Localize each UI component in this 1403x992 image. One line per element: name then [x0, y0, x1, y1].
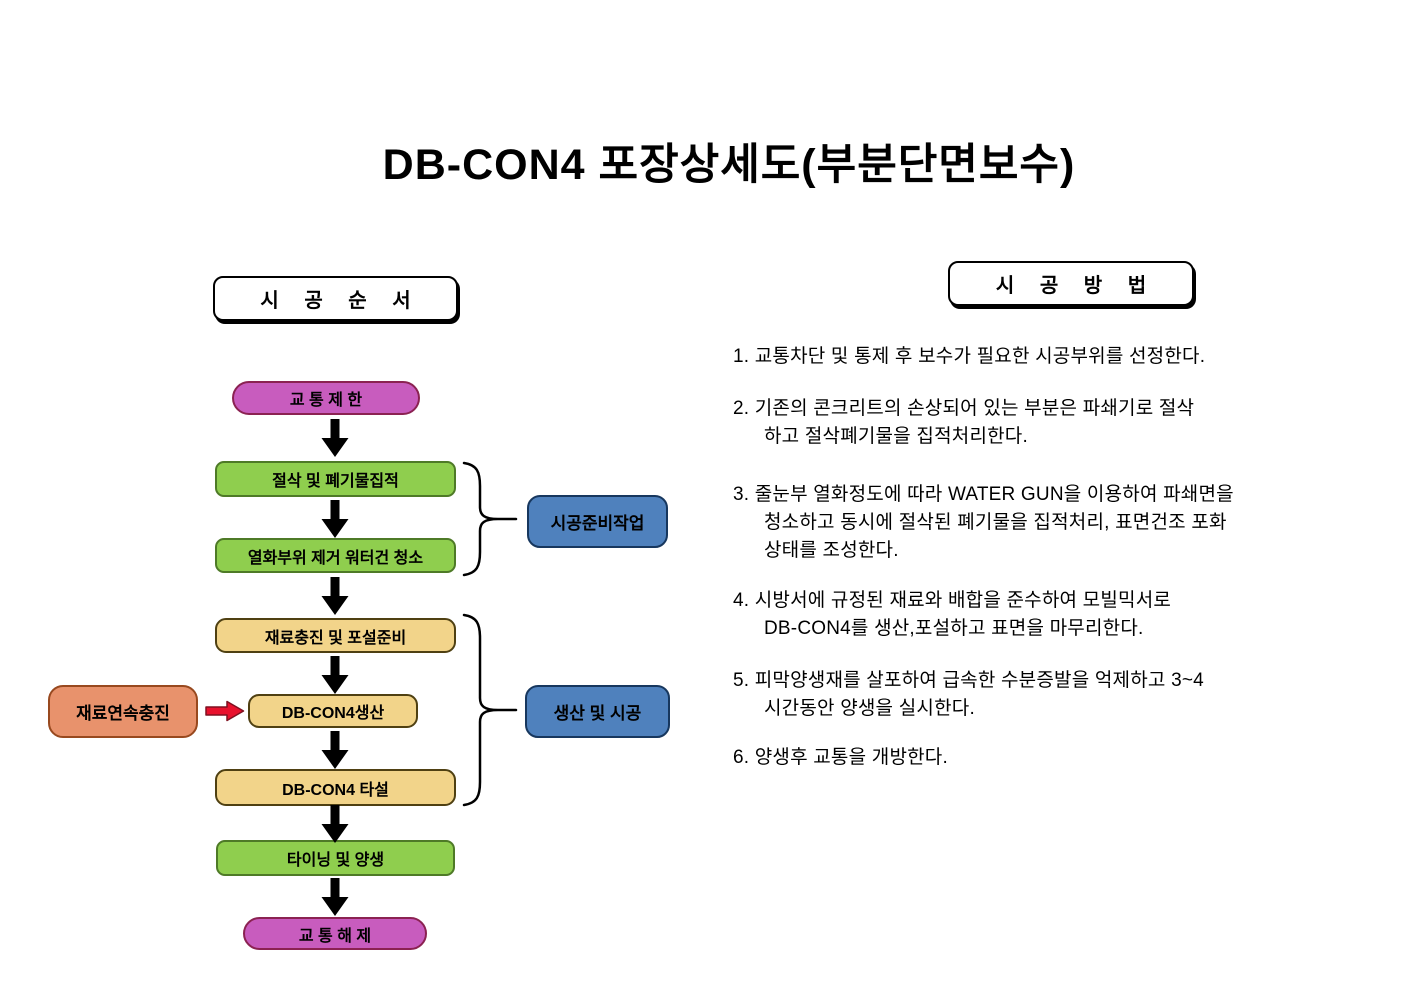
down-arrow-icon [321, 878, 349, 916]
method-item-6: 6. 양생후 교통을 개방한다. [733, 747, 948, 768]
method-item-1: 1. 교통차단 및 통제 후 보수가 필요한 시공부위를 선정한다. [733, 346, 1206, 367]
production-group-brace [462, 613, 518, 807]
construction-method-header-label: 시 공 방 법 [995, 275, 1157, 297]
material-feed-arrow-icon [205, 700, 245, 722]
flow-step-material-filling-paving-prep: 재료충진 및 포설준비 [215, 618, 456, 653]
flow-step-traffic-restriction: 교 통 제 한 [232, 381, 420, 415]
down-arrow-icon [321, 805, 349, 843]
method-item-4: 4. 시방서에 규정된 재료와 배합을 준수하여 모빌믹서로 DB-CON4를 … [733, 590, 1172, 639]
down-arrow-icon [321, 577, 349, 615]
flow-step-cutting-waste-collection: 절삭 및 폐기물집적 [215, 461, 456, 497]
down-arrow-icon [321, 500, 349, 538]
flow-step-traffic-release: 교 통 해 제 [243, 917, 427, 950]
flow-step-deteriorated-removal-watergun-clean: 열화부위 제거 워터건 청소 [215, 538, 456, 573]
preparation-group-brace [462, 461, 518, 577]
page-title: DB-CON4 포장상세도(부분단면보수) [382, 141, 1076, 189]
flow-step-dbcon4-placement: DB-CON4 타설 [215, 769, 456, 806]
construction-order-header: 시 공 순 서 [213, 276, 458, 321]
down-arrow-icon [321, 656, 349, 694]
method-item-5: 5. 피막양생재를 살포하여 급속한 수분증발을 억제하고 3~4 시간동안 양… [733, 670, 1204, 719]
flow-side-continuous-material-feed: 재료연속충진 [48, 685, 198, 738]
down-arrow-icon [321, 731, 349, 769]
phase-label-preparation-work: 시공준비작업 [527, 495, 668, 548]
method-item-3: 3. 줄눈부 열화정도에 따라 WATER GUN을 이용하여 파쇄면을 청소하… [733, 484, 1234, 561]
phase-label-production-construction: 생산 및 시공 [525, 685, 670, 738]
method-item-2: 2. 기존의 콘크리트의 손상되어 있는 부분은 파쇄기로 절삭 하고 절삭폐기… [733, 398, 1195, 447]
flow-step-dbcon4-production: DB-CON4생산 [248, 694, 418, 728]
construction-order-header-label: 시 공 순 서 [260, 290, 421, 312]
flow-step-tining-curing: 타이닝 및 양생 [216, 840, 455, 876]
down-arrow-icon [321, 419, 349, 457]
construction-method-header: 시 공 방 법 [948, 261, 1194, 306]
